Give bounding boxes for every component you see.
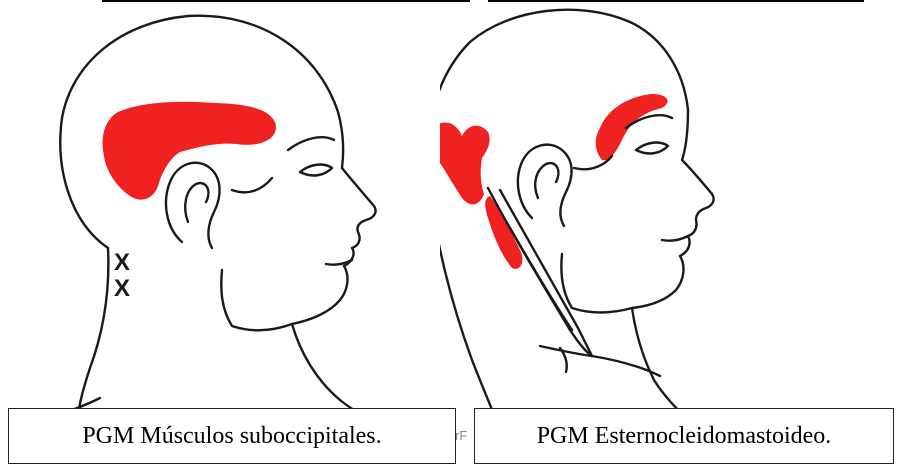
- ear-inner: [535, 163, 558, 198]
- face-profile: [292, 168, 376, 324]
- ear-outer: [518, 145, 572, 226]
- suboccipital-pain-zone: [103, 102, 276, 200]
- eye: [636, 143, 668, 154]
- caption-sternocleidomastoid-text: PGM Esternocleidomastoideo.: [537, 423, 832, 450]
- jaw-line: [221, 270, 292, 330]
- ear-outer: [166, 163, 220, 248]
- scm-pain-zone: [440, 94, 667, 269]
- caption-suboccipital-text: PGM Músculos suboccipitales.: [82, 423, 381, 450]
- trigger-point-x-1: X: [114, 249, 130, 276]
- trigger-point-markers: X X: [114, 249, 130, 302]
- eye: [300, 165, 332, 176]
- sternocleidomastoid-head-illustration: [440, 0, 900, 420]
- neck-front: [292, 324, 376, 420]
- stray-mark-text: rF: [455, 428, 467, 443]
- face-profile: [632, 110, 714, 308]
- jaw-line: [561, 254, 632, 313]
- caption-suboccipital: PGM Músculos suboccipitales.: [8, 408, 456, 464]
- mouth: [662, 236, 688, 241]
- trigger-point-x-2: X: [114, 275, 130, 302]
- cheek-line: [232, 178, 272, 192]
- caption-sternocleidomastoid: PGM Esternocleidomastoideo.: [474, 408, 894, 464]
- neck-back: [440, 190, 496, 420]
- scm-muscle-front: [488, 188, 592, 356]
- neck-front: [632, 308, 688, 420]
- ear-inner: [185, 183, 208, 222]
- neck-back: [78, 248, 108, 420]
- suboccipital-head-illustration: X X: [0, 0, 460, 420]
- scm-muscle-back: [500, 190, 592, 356]
- eyebrow: [288, 137, 334, 150]
